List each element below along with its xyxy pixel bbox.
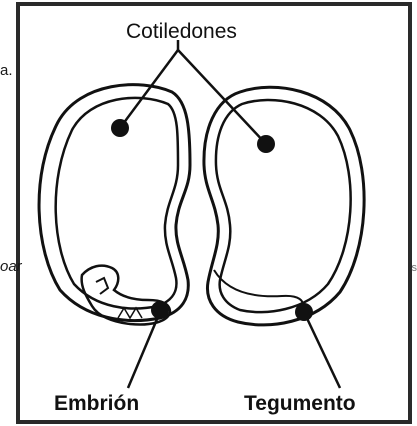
right-cotyledon-outer xyxy=(204,87,364,325)
dot-cotyledon-right xyxy=(257,135,275,153)
leader-cotyledon-left xyxy=(120,50,178,128)
label-seed-coat: Tegumento xyxy=(244,392,356,416)
label-embryo: Embrión xyxy=(54,392,139,416)
label-cotyledons: Cotiledones xyxy=(126,20,237,44)
dot-cotyledon-left xyxy=(111,119,129,137)
left-cotyledon-outer xyxy=(39,85,190,321)
cropped-text-left-middle: oar xyxy=(0,258,22,275)
embryo-radicle xyxy=(96,278,108,294)
cropped-text-right-middle: s xyxy=(412,262,417,274)
cropped-text-left-top: a. xyxy=(0,62,13,79)
right-cotyledon-inner xyxy=(216,100,351,312)
dot-embryo xyxy=(151,301,169,319)
leader-cotyledon-right xyxy=(178,50,266,144)
leader-seed-coat xyxy=(304,312,340,388)
dot-seed-coat xyxy=(295,303,313,321)
